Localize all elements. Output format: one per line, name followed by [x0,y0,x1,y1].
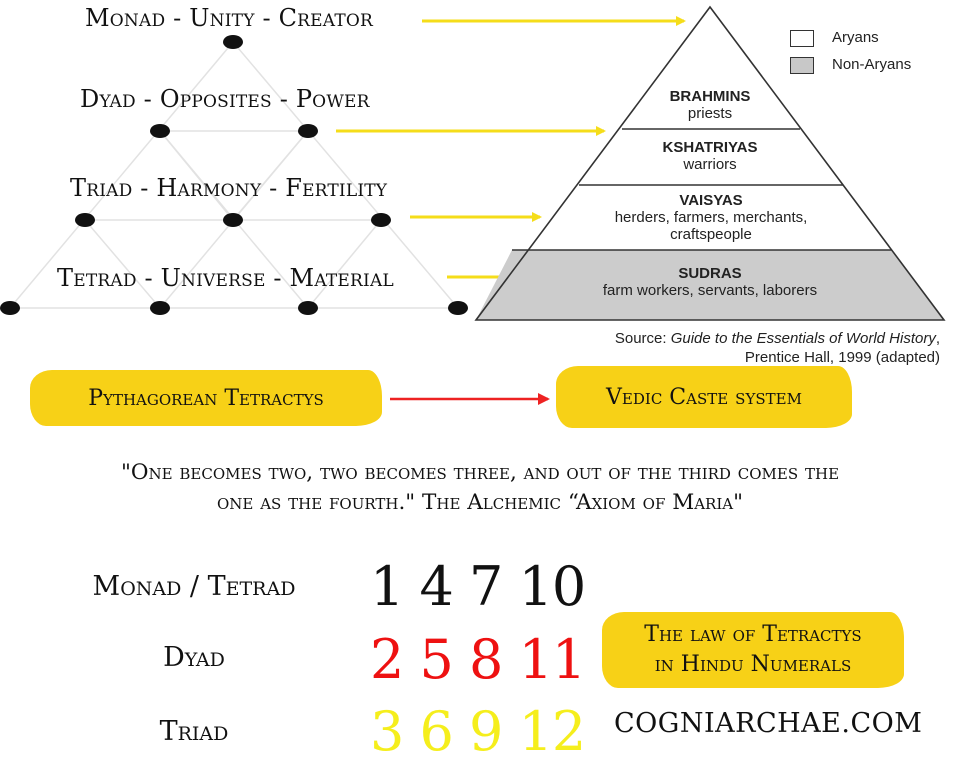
source-citation: Source: Guide to the Essentials of World… [615,329,940,367]
level-label-monad: Monad - Unity - Creator [85,4,374,32]
law-line-1: The law of Tetractys [644,622,862,647]
row-label-triad: Triad [159,716,229,747]
tetractys-dot [298,124,318,138]
tetractys-dots [0,35,468,315]
row-label-monad-tetrad: Monad / Tetrad [92,571,296,602]
site-watermark: COGNIARCHAE.COM [614,708,923,739]
pythagorean-tetractys-pill: Pythagorean Tetractys [30,370,382,426]
tetractys-dot [223,213,243,227]
tier-desc: warriors [683,156,737,173]
legend-label: Aryans [832,29,879,46]
law-line-2: in Hindu Numerals [654,652,852,677]
tier-desc: priests [687,105,733,122]
tier-vaisyas: VAISYAS herders, farmers, merchants, cra… [574,192,848,243]
source-line-2: Prentice Hall, 1999 (adapted) [744,349,940,366]
tier-name: VAISYAS [679,192,743,209]
tetractys-dot [0,301,20,315]
level-label-dyad: Dyad - Opposites - Power [80,85,370,113]
numbers-monad-tetrad: 1 4 7 10 [370,555,586,618]
pill-label: Vedic Caste system [606,384,802,410]
source-title: Guide to the Essentials of World History [670,330,936,347]
source-line-1: Source: Guide to the Essentials of World… [614,330,940,347]
tetractys-dot [150,301,170,315]
tetractys-dot [75,213,95,227]
quote-line-1: "One becomes two, two becomes three, and… [120,460,840,485]
level-label-tetrad: Tetrad - Universe - Material [57,264,394,292]
tier-desc: farm workers, servants, laborers [602,282,818,299]
level-label-triad: Triad - Harmony - Fertility [70,174,388,202]
row-label-dyad: Dyad [163,642,225,673]
numbers-dyad: 2 5 8 11 [370,628,586,691]
pill-label: Pythagorean Tetractys [88,385,324,411]
numbers-triad: 3 6 9 12 [370,700,586,763]
caste-pyramid-shape [474,5,946,321]
law-of-tetractys-pill: The law of Tetractys in Hindu Numerals [602,612,904,688]
legend-swatch-gray [790,56,814,74]
legend-swatch-white [790,29,814,47]
vedic-caste-system-pill: Vedic Caste system [556,366,852,428]
legend-label: Non-Aryans [832,56,912,73]
yellow-arrows [336,16,686,282]
quote-line-2: one as the fourth." The Alchemic “Axiom … [216,490,743,515]
axiom-of-maria-quote: "One becomes two, two becomes three, and… [0,458,960,518]
sudras-band [476,250,944,320]
pyramid-outline [474,5,946,321]
tetractys-dot [371,213,391,227]
legend-aryans: Aryans [790,29,879,47]
tier-desc: herders, farmers, merchants, craftspeopl… [614,209,808,243]
tier-name: BRAHMINS [669,88,751,105]
tetractys-dot [448,301,468,315]
tier-name: KSHATRIYAS [662,139,758,156]
tetractys-dot [298,301,318,315]
tier-name: SUDRAS [678,265,742,282]
tetractys-dot [150,124,170,138]
legend-non-aryans: Non-Aryans [790,56,911,74]
tier-sudras: SUDRAS farm workers, servants, laborers [530,265,890,299]
tier-kshatriyas: KSHATRIYAS warriors [600,139,820,173]
tier-brahmins: BRAHMINS priests [612,88,808,122]
tetractys-dot [223,35,243,49]
